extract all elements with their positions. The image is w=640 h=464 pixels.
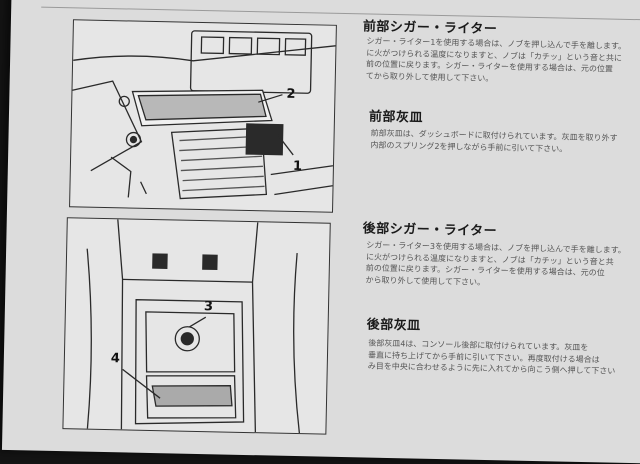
text-front-cigar-lighter: シガー・ライター1を使用する場合は、ノブを押し込んで手を離します。 に火がつけら… [366, 35, 626, 86]
heading-front-cigar-lighter: 前部シガー・ライター [362, 19, 498, 38]
callout-2: 2 [286, 86, 296, 102]
text-rear-ashtray: 後部灰皿4は、コンソール後部に取付けられています。灰皿を 垂直に持ち上げてから手… [368, 338, 616, 378]
text-front-ashtray: 前部灰皿は、ダッシュボードに取付けられています。灰皿を取り外す 内部のスプリング… [370, 128, 617, 156]
callout-3: 3 [203, 299, 214, 315]
heading-rear-ashtray: 後部灰皿 [366, 317, 421, 334]
page-rule [41, 6, 640, 21]
figure-front-lighter-ashtray: 2 1 [69, 19, 337, 213]
heading-front-ashtray: 前部灰皿 [368, 109, 424, 126]
callout-4: 4 [110, 351, 121, 367]
text-rear-cigar-lighter: シガー・ライター3を使用する場合は、ノブを押し込んで手を離します。 に火がつけら… [365, 239, 626, 290]
dashboard-illustration [72, 30, 336, 200]
heading-rear-cigar-lighter: 後部シガー・ライター [362, 221, 498, 240]
console-illustration [86, 219, 301, 434]
callout-1: 1 [292, 158, 303, 175]
figure-rear-lighter-ashtray: 3 4 [62, 217, 331, 435]
